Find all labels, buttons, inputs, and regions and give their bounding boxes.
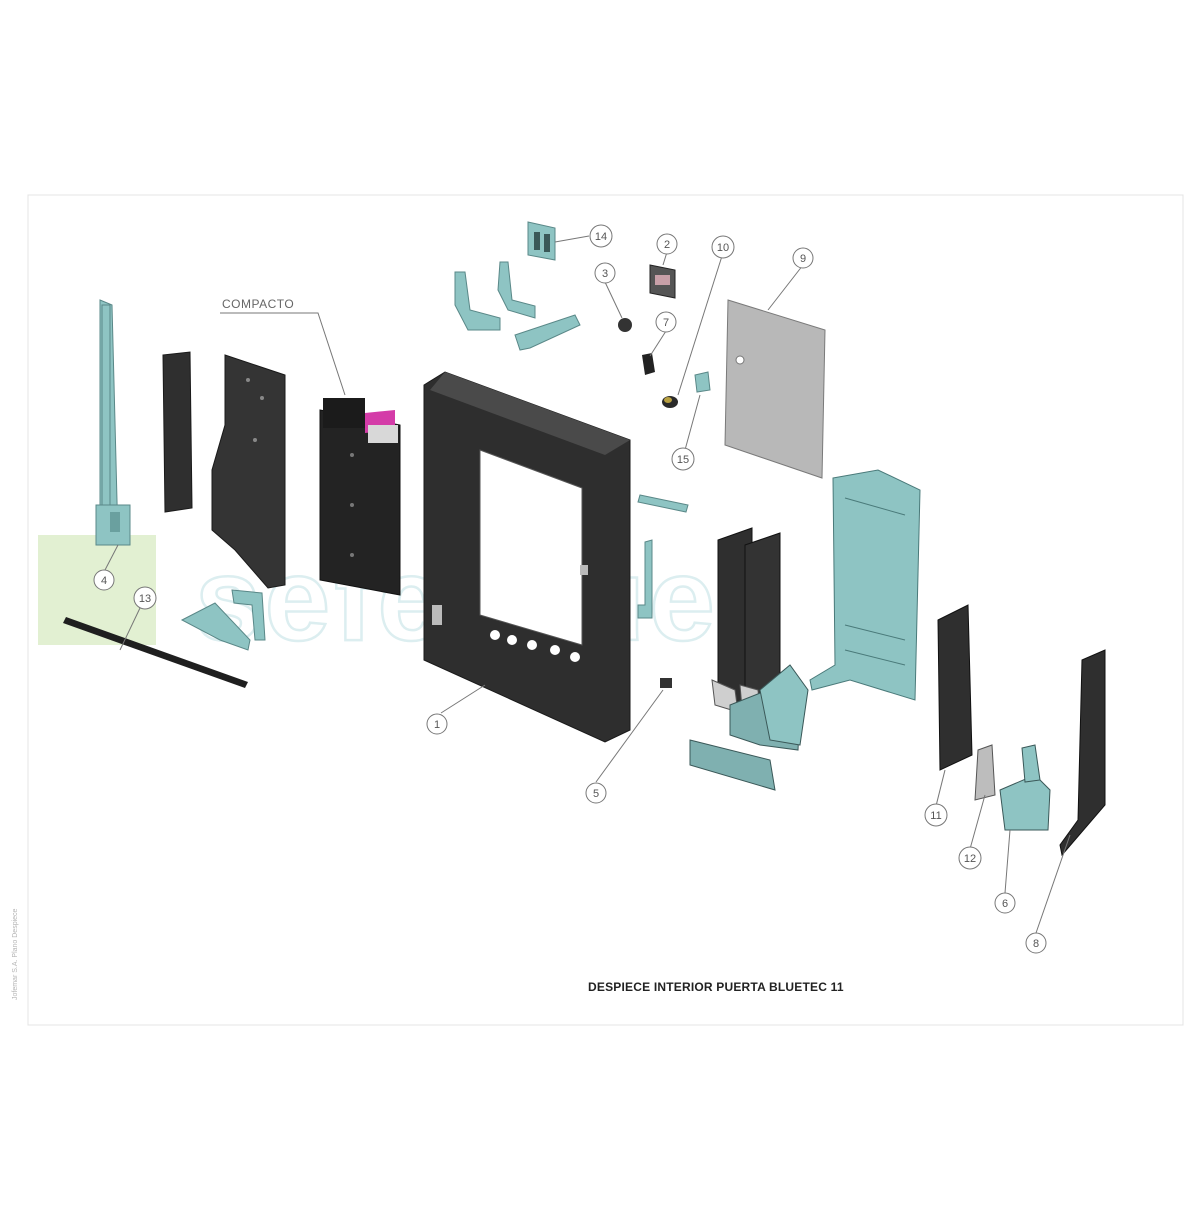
svg-text:3: 3 (602, 268, 608, 280)
side-note: Jofemar S.A. Plano Despiece (12, 908, 19, 1000)
svg-text:9: 9 (800, 253, 806, 265)
svg-text:4: 4 (101, 575, 107, 587)
svg-text:15: 15 (677, 454, 689, 466)
part-14-bracket (527, 221, 556, 261)
svg-text:5: 5 (593, 788, 599, 800)
part-3-knob (618, 318, 632, 332)
part-10-lock-cylinder (662, 396, 678, 408)
part-6-module (999, 744, 1051, 831)
svg-text:10: 10 (717, 242, 729, 254)
teal-center-bar (637, 494, 689, 619)
watermark-logo-block (38, 535, 156, 645)
svg-text:6: 6 (1002, 898, 1008, 910)
part-12-guide (974, 744, 996, 801)
sheet-border (27, 194, 1184, 1026)
dark-wall-panel (211, 354, 286, 589)
svg-text:12: 12 (964, 853, 976, 865)
svg-text:11: 11 (930, 810, 941, 822)
svg-text:1: 1 (434, 719, 440, 731)
svg-text:7: 7 (663, 317, 669, 329)
part-13-bar (63, 617, 248, 688)
svg-text:13: 13 (139, 593, 151, 605)
dark-side-panel (162, 351, 193, 513)
compacto-leader (220, 312, 346, 396)
callouts: 1 2 3 4 5 6 7 8 9 10 11 12 13 14 15 (93, 224, 1047, 954)
callout-13: 13 (133, 586, 157, 610)
callout-3: 3 (594, 262, 616, 284)
callout-4: 4 (93, 569, 115, 591)
part-7-key (642, 353, 655, 375)
svg-text:14: 14 (595, 231, 607, 243)
callout-9: 9 (792, 247, 814, 269)
teal-board (809, 469, 921, 701)
compacto-label: COMPACTO (222, 297, 294, 311)
callout-2: 2 (656, 233, 678, 255)
callout-11: 11 (924, 803, 948, 827)
drawing-title: DESPIECE INTERIOR PUERTA BLUETEC 11 (588, 980, 844, 994)
callout-10: 10 (711, 235, 735, 259)
part-15-clip (694, 371, 711, 393)
dark-hopper-modules (711, 527, 809, 751)
callout-14: 14 (589, 224, 613, 248)
svg-text:2: 2 (664, 239, 670, 251)
callout-7: 7 (655, 311, 677, 333)
callout-15: 15 (671, 447, 695, 471)
callout-6: 6 (994, 892, 1016, 914)
teal-top-brackets (454, 261, 581, 351)
part-4-bracket (95, 299, 131, 546)
part-5-small-part (660, 678, 672, 688)
callout-leaders (104, 235, 1071, 934)
callout-1: 1 (426, 713, 448, 735)
part-8-side-panel (1059, 649, 1106, 857)
callout-8: 8 (1025, 932, 1047, 954)
teal-lower-plate (689, 739, 776, 791)
compacto-unit (319, 398, 401, 596)
teal-small-brackets (180, 589, 266, 651)
part-2-lock (649, 264, 676, 299)
svg-text:8: 8 (1033, 938, 1039, 950)
part-9-panel (724, 299, 826, 479)
callout-5: 5 (585, 782, 607, 804)
part-1-door-frame (423, 371, 631, 743)
callout-12: 12 (958, 846, 982, 870)
part-11-panel (937, 604, 973, 771)
